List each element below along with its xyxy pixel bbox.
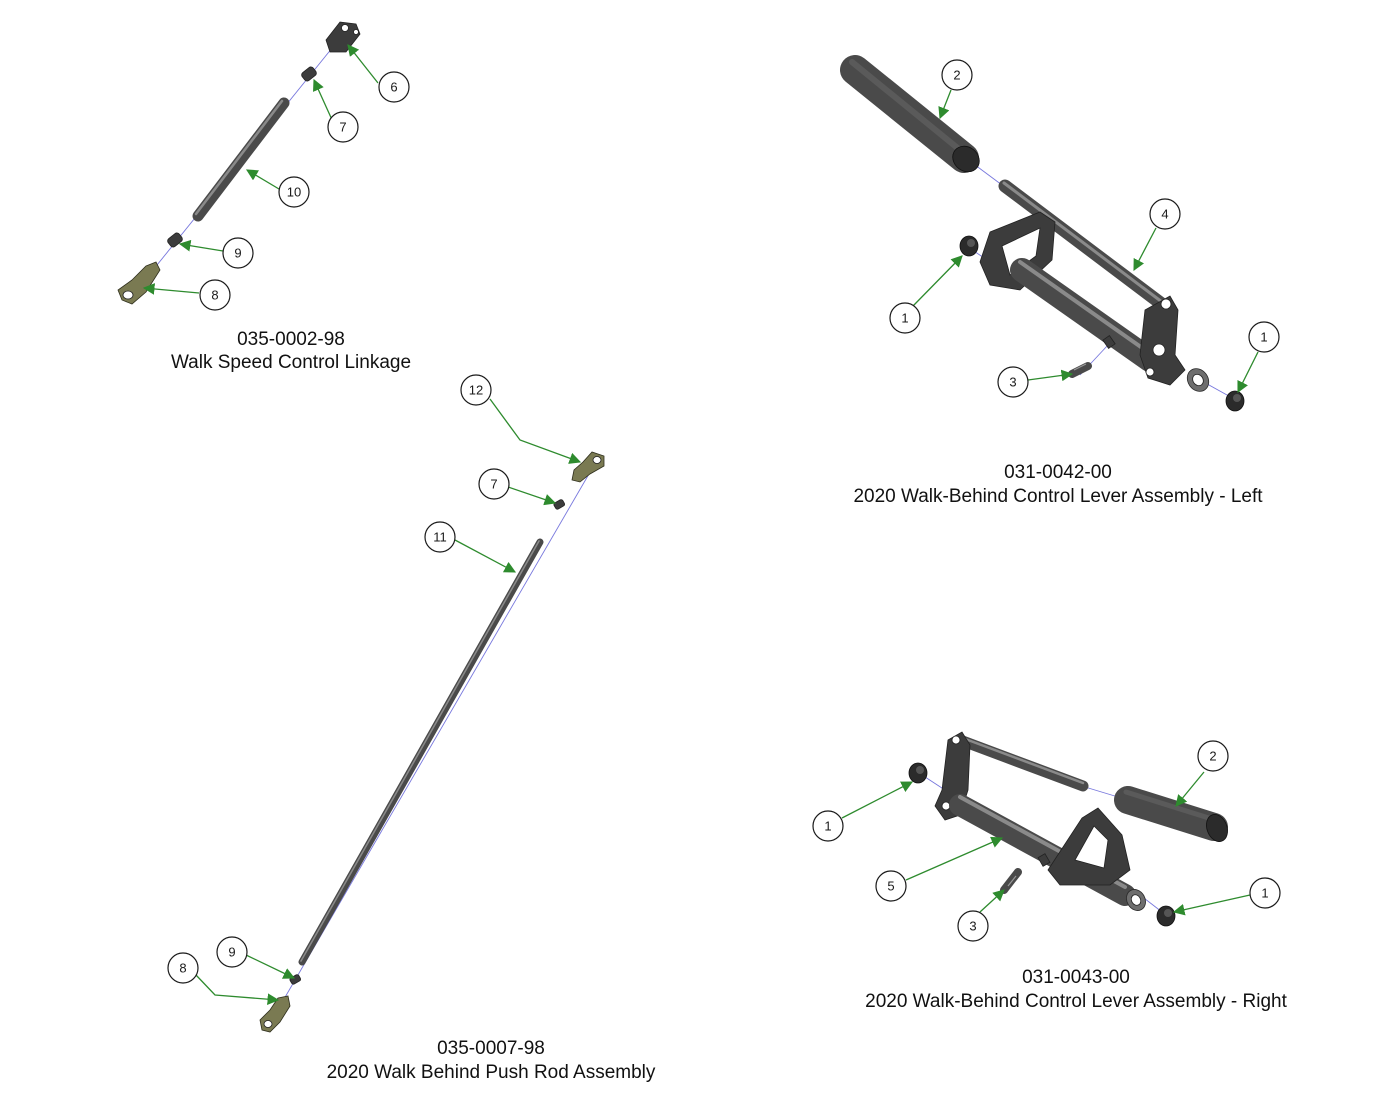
callout-balloon: 3: [997, 366, 1029, 398]
svg-text:11: 11: [433, 530, 447, 545]
svg-text:12: 12: [469, 383, 483, 398]
part-end-cap: [1156, 905, 1176, 927]
part-lever-bar: [954, 734, 1089, 792]
svg-text:10: 10: [287, 185, 301, 200]
part-set-screw: [1000, 868, 1022, 894]
assembly-name: 2020 Walk Behind Push Rod Assembly: [327, 1062, 656, 1083]
callout-balloon: 1: [889, 302, 921, 334]
assembly-part-number: 031-0042-00: [1004, 462, 1112, 483]
part-rod-end: [571, 451, 605, 483]
svg-text:1: 1: [901, 311, 908, 326]
callout-balloon: 5: [875, 870, 907, 902]
callout-balloon: 2: [1197, 740, 1229, 772]
part-end-cap: [959, 235, 979, 257]
part-lever-body: [934, 731, 1146, 911]
assembly-name: 2020 Walk-Behind Control Lever Assembly …: [853, 486, 1263, 507]
svg-text:3: 3: [1009, 375, 1016, 390]
assembly-control-lever-left: 2 4 1 1 3 031-0042-00 2020 Walk-Behind C…: [840, 55, 1280, 507]
svg-text:6: 6: [390, 80, 397, 95]
svg-text:2: 2: [1209, 749, 1216, 764]
svg-text:5: 5: [887, 879, 894, 894]
assembly-part-number: 035-0002-98: [237, 329, 345, 350]
svg-text:3: 3: [969, 919, 976, 934]
svg-text:1: 1: [824, 819, 831, 834]
callout-balloon: 11: [424, 521, 456, 553]
assembly-name: Walk Speed Control Linkage: [171, 352, 411, 373]
part-jam-nut: [553, 499, 565, 510]
svg-text:7: 7: [490, 477, 497, 492]
part-lever-bar: [998, 179, 1170, 312]
assembly-push-rod: 12 7 11 9 8 035-0007-98 2020 Walk Behind…: [167, 374, 656, 1083]
assembly-part-number: 035-0007-98: [437, 1038, 545, 1059]
part-bracket: [979, 211, 1210, 392]
assembly-walk-speed-control-linkage: 6 7 10 9 8 035-0002-98 Walk Speed Contro…: [117, 21, 411, 373]
callout-balloon: 4: [1149, 198, 1181, 230]
callout-balloon: 7: [478, 468, 510, 500]
part-jam-nut: [289, 974, 301, 985]
part-jam-nut: [301, 66, 317, 82]
callout-balloon: 2: [941, 59, 973, 91]
part-set-screw: [1068, 362, 1092, 378]
svg-text:8: 8: [179, 961, 186, 976]
svg-text:2: 2: [953, 68, 960, 83]
assembly-part-number: 031-0043-00: [1022, 967, 1130, 988]
callout-balloon: 12: [460, 374, 492, 406]
callout-balloon: 1: [812, 810, 844, 842]
callout-balloon: 1: [1249, 877, 1281, 909]
part-grip: [840, 55, 980, 173]
part-rod-end: [259, 995, 291, 1033]
part-grip: [1114, 786, 1228, 842]
callout-balloon: 9: [216, 936, 248, 968]
callout-balloon: 10: [278, 176, 310, 208]
svg-text:9: 9: [228, 945, 235, 960]
part-rod: [192, 97, 290, 222]
svg-text:8: 8: [211, 288, 218, 303]
svg-text:4: 4: [1161, 207, 1168, 222]
callout-balloon: 6: [378, 71, 410, 103]
callout-balloon: 7: [327, 111, 359, 143]
part-end-cap: [908, 762, 928, 784]
callout-balloon: 3: [957, 910, 989, 942]
callout-balloon: 9: [222, 237, 254, 269]
part-push-rod: [298, 538, 544, 966]
callout-balloon: 8: [199, 279, 231, 311]
part-jam-nut: [167, 232, 183, 248]
svg-text:1: 1: [1260, 330, 1267, 345]
callout-balloon: 8: [167, 952, 199, 984]
assembly-name: 2020 Walk-Behind Control Lever Assembly …: [865, 991, 1287, 1012]
part-clevis: [325, 21, 361, 53]
svg-text:9: 9: [234, 246, 241, 261]
assembly-control-lever-right: 2 1 5 1 3 031-0043-00 2020 Walk-Behind C…: [812, 731, 1288, 1012]
svg-text:1: 1: [1261, 886, 1268, 901]
svg-text:7: 7: [339, 120, 346, 135]
callout-balloon: 1: [1248, 321, 1280, 353]
part-rod-end: [117, 261, 161, 305]
part-end-cap: [1225, 390, 1245, 412]
